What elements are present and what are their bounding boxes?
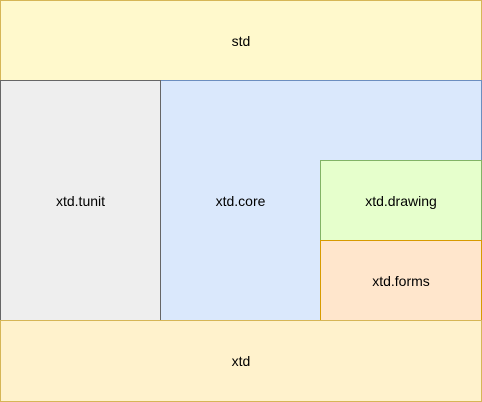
block-xtd-label: xtd bbox=[231, 353, 251, 369]
block-drawing-label: xtd.drawing bbox=[365, 192, 437, 209]
block-core: xtd.core bbox=[160, 80, 321, 321]
block-forms-label: xtd.forms bbox=[372, 272, 430, 289]
block-drawing: xtd.drawing bbox=[320, 160, 482, 241]
block-tunit: xtd.tunit bbox=[0, 80, 161, 321]
block-core-area bbox=[160, 80, 321, 321]
block-std-label: std bbox=[231, 32, 251, 49]
block-std: std bbox=[0, 0, 482, 81]
block-tunit-label: xtd.tunit bbox=[55, 192, 106, 209]
block-core-top-area bbox=[320, 80, 482, 161]
block-forms: xtd.forms bbox=[320, 240, 482, 321]
block-xtd: xtd bbox=[0, 320, 482, 402]
block-core-label: xtd.core bbox=[215, 192, 266, 209]
